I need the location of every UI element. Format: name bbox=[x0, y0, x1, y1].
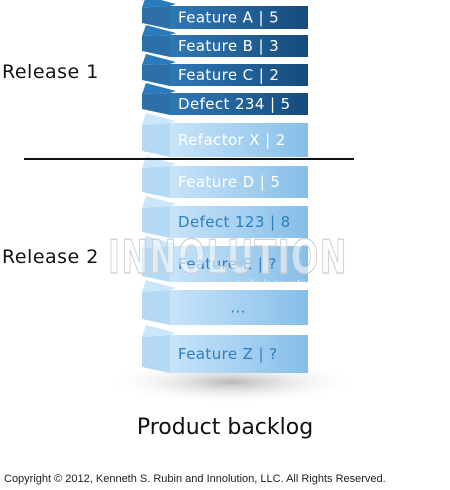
slab-top-face bbox=[142, 325, 176, 337]
backlog-item-feature-z: Feature Z | ? bbox=[142, 325, 308, 373]
slab-top-face bbox=[142, 25, 176, 36]
backlog-item-feature-e: Feature E | ? bbox=[142, 236, 308, 282]
copyright-notice: Copyright © 2012, Kenneth S. Rubin and I… bbox=[4, 473, 386, 485]
backlog-item-label: Refactor X | 2 bbox=[178, 131, 286, 149]
backlog-item-feature-b: Feature B | 3 bbox=[142, 25, 308, 57]
slab-top-face bbox=[142, 113, 176, 125]
backlog-item-refactor-x: Refactor X | 2 bbox=[142, 113, 308, 157]
slab-front-face bbox=[170, 206, 308, 238]
slab-top-face bbox=[142, 196, 176, 208]
slab-side-face bbox=[142, 206, 170, 238]
slab-side-face bbox=[142, 290, 170, 325]
backlog-item-label: Feature A | 5 bbox=[178, 9, 279, 27]
slab-front-face bbox=[170, 35, 308, 57]
backlog-item-ellipsis-item: ... bbox=[142, 280, 308, 325]
slab-side-face bbox=[142, 123, 170, 157]
watermark-tagline: agile.innovative.solutions bbox=[236, 279, 364, 290]
backlog-item-defect-234: Defect 234 | 5 bbox=[142, 83, 308, 115]
slab-top-face bbox=[142, 0, 176, 8]
slab-top-face bbox=[142, 83, 176, 94]
slab-side-face bbox=[142, 93, 170, 115]
slab-front-face bbox=[170, 93, 308, 115]
slab-side-face bbox=[142, 35, 170, 57]
backlog-item-label: Feature D | 5 bbox=[178, 173, 280, 191]
backlog-item-label: Defect 234 | 5 bbox=[178, 95, 291, 113]
slab-side-face bbox=[142, 64, 170, 86]
slab-side-face bbox=[142, 6, 170, 29]
backlog-item-label: Feature E | ? bbox=[178, 255, 277, 273]
release-2-label: Release 2 bbox=[2, 246, 99, 268]
slab-front-face bbox=[170, 290, 308, 325]
backlog-item-feature-c: Feature C | 2 bbox=[142, 54, 308, 86]
slab-side-face bbox=[142, 166, 170, 198]
slab-front-face bbox=[170, 246, 308, 282]
backlog-item-label: Feature C | 2 bbox=[178, 66, 279, 84]
slab-front-face bbox=[170, 335, 308, 373]
slab-front-face bbox=[170, 6, 308, 29]
backlog-item-defect-123: Defect 123 | 8 bbox=[142, 196, 308, 238]
slab-front-face bbox=[170, 123, 308, 157]
backlog-item-label: Feature Z | ? bbox=[178, 345, 277, 363]
slab-front-face bbox=[170, 64, 308, 86]
backlog-item-feature-a: Feature A | 5 bbox=[142, 0, 308, 29]
release-1-label: Release 1 bbox=[2, 61, 99, 83]
diagram-caption: Product backlog bbox=[136, 415, 314, 440]
watermark-name: INNOLUTION bbox=[108, 230, 348, 284]
slab-top-face bbox=[142, 236, 176, 248]
slab-front-face bbox=[170, 166, 308, 198]
slab-side-face bbox=[142, 335, 170, 373]
slab-top-face bbox=[142, 54, 176, 65]
backlog-item-label: Feature B | 3 bbox=[178, 37, 279, 55]
backlog-item-label: ... bbox=[230, 299, 246, 317]
slab-side-face bbox=[142, 246, 170, 282]
backlog-item-feature-d: Feature D | 5 bbox=[142, 156, 308, 198]
innolution-watermark: INNOLUTION agile.innovative.solutions bbox=[107, 229, 364, 290]
backlog-item-label: Defect 123 | 8 bbox=[178, 213, 291, 231]
slab-top-face bbox=[142, 280, 176, 292]
